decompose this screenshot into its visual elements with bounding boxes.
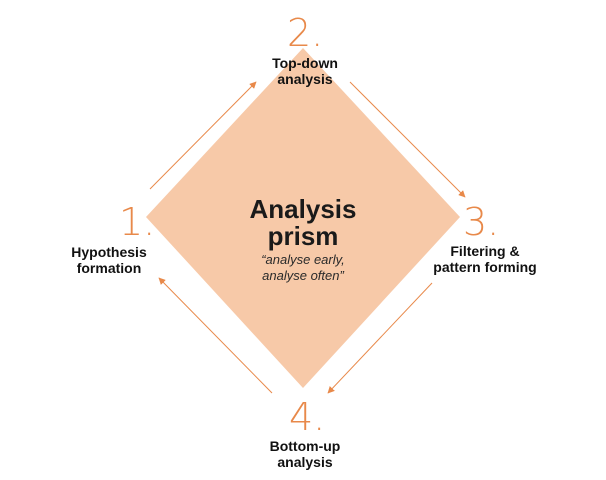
step-1-label-line2: formation	[76, 260, 142, 276]
step-1-label-line1: Hypothesis	[71, 244, 147, 260]
prism-diamond	[146, 48, 460, 388]
step-3-number: 3.	[463, 200, 500, 244]
step-3-label-line1: Filtering &	[450, 243, 520, 259]
prism-subtitle-line2: analyse often”	[262, 268, 344, 283]
prism-subtitle: “analyse early, analyse often”	[203, 252, 403, 284]
step-2-label-line1: Top-down	[272, 55, 338, 71]
step-2-label: Top-down analysis	[240, 55, 370, 87]
arrow-2-to-3	[349, 81, 466, 198]
prism-title: Analysis prism	[203, 196, 403, 250]
arrow-4-to-1	[158, 277, 273, 394]
step-2-number: 2.	[287, 11, 324, 55]
arrow-3-to-4	[327, 282, 433, 394]
prism-subtitle-line1: “analyse early,	[261, 252, 345, 267]
prism-title-line1: Analysis	[249, 194, 357, 224]
step-4-label: Bottom-up analysis	[240, 438, 370, 470]
prism-title-line2: prism	[267, 221, 339, 251]
step-1-label: Hypothesis formation	[44, 244, 174, 276]
step-4-label-line1: Bottom-up	[269, 438, 341, 454]
arrow-1-to-2	[149, 81, 257, 190]
step-4-number: 4.	[289, 395, 326, 439]
step-4-label-line2: analysis	[277, 454, 333, 470]
step-1-number: 1.	[119, 200, 156, 244]
step-3-label: Filtering & pattern forming	[410, 243, 560, 275]
step-2-label-line2: analysis	[277, 71, 333, 87]
step-3-label-line2: pattern forming	[433, 259, 537, 275]
